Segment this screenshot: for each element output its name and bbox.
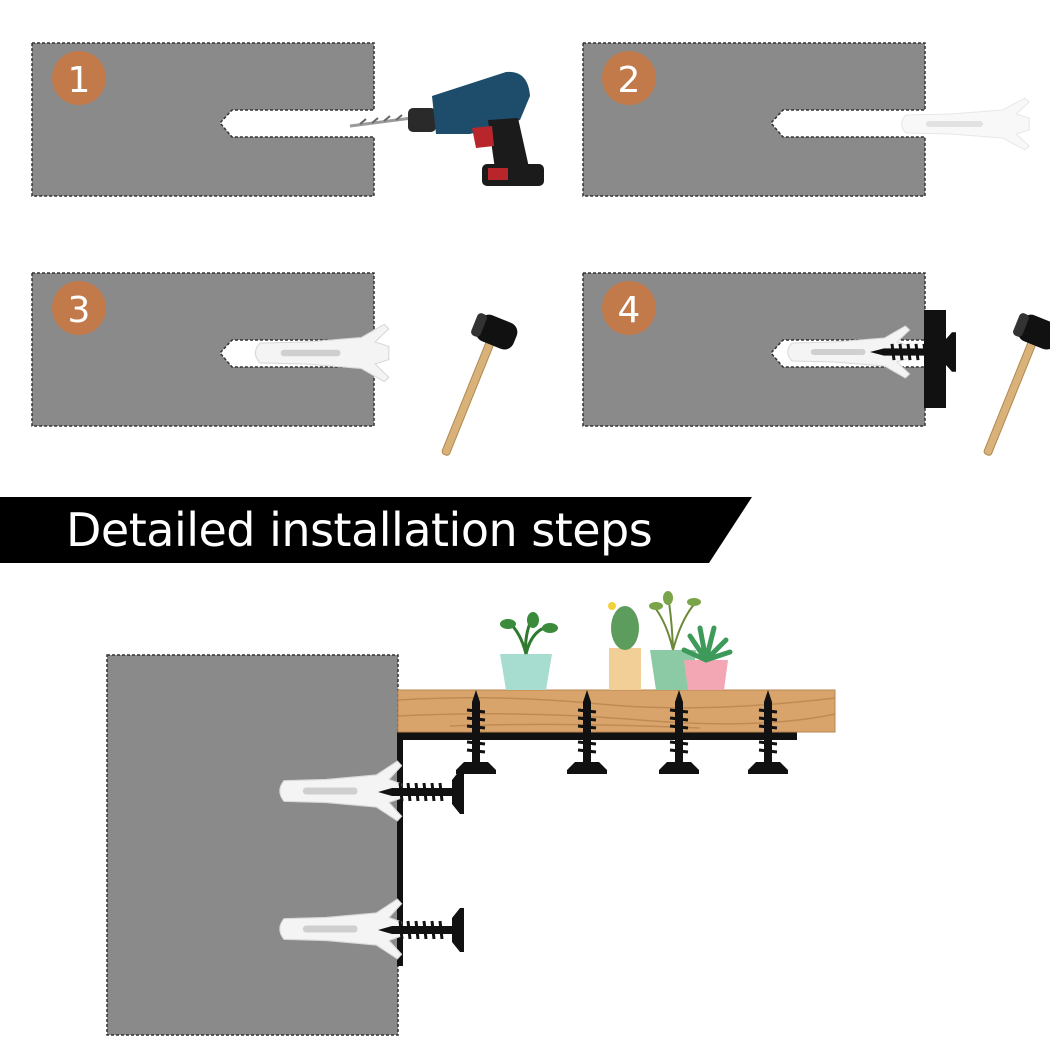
step-3-number: 3 <box>68 290 91 331</box>
step-2-panel <box>582 42 926 197</box>
step-1-badge: 1 <box>52 51 106 105</box>
step-3-panel <box>31 272 375 427</box>
step-4-number: 4 <box>618 290 641 331</box>
succulent-icon <box>681 625 733 690</box>
hammer-icon <box>424 309 521 464</box>
wall-section <box>106 654 399 1036</box>
wall-bracket <box>397 732 797 966</box>
step-4-panel <box>582 272 926 427</box>
step-2-badge: 2 <box>602 51 656 105</box>
step-4-badge: 4 <box>602 281 656 335</box>
drill-icon <box>349 71 544 186</box>
potted-plant-icon <box>500 612 558 690</box>
step-1-panel <box>31 42 375 197</box>
step-2-number: 2 <box>618 60 641 101</box>
title-banner <box>0 497 752 563</box>
hammer-icon <box>966 309 1050 464</box>
step-1-number: 1 <box>68 60 91 101</box>
cactus-icon <box>608 602 641 690</box>
banner-title: Detailed installation steps <box>66 503 653 557</box>
step-3-badge: 3 <box>52 281 106 335</box>
